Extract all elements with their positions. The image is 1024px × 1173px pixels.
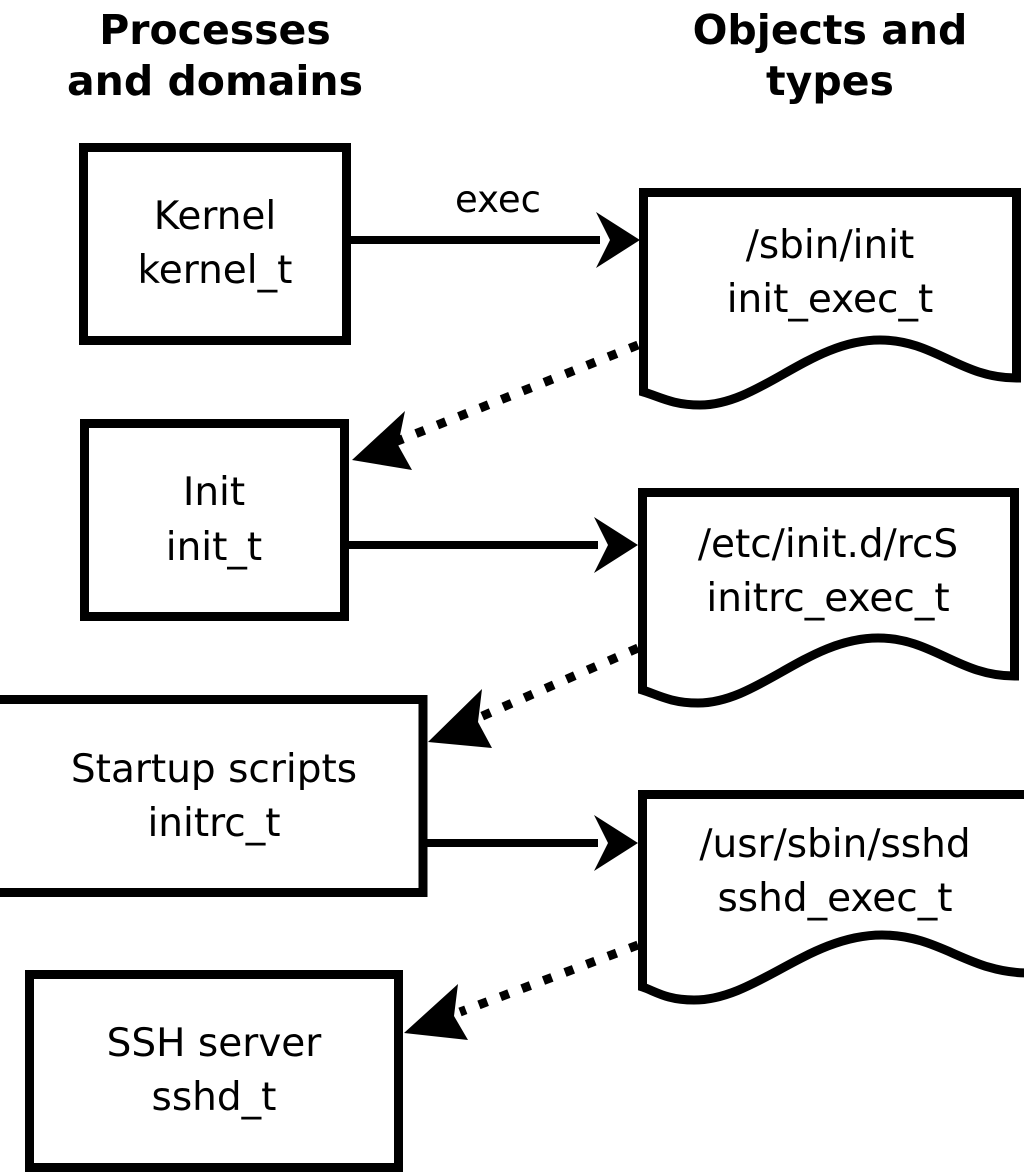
- node-kernel-line1: Kernel: [154, 194, 277, 239]
- edge-kernel-exec-init-arrowhead: [596, 212, 640, 268]
- edge-init-exec-initrc-arrowhead: [594, 517, 638, 573]
- node-sshd-exec-line1: /usr/sbin/sshd: [699, 822, 970, 867]
- edge-initrc-exec-sshd-arrowhead: [594, 815, 638, 871]
- node-sshd-exec-document-shape[interactable]: [638, 790, 1024, 1005]
- column-title-processes-line2: and domains: [67, 57, 363, 105]
- node-sshd-line1: SSH server: [107, 1021, 323, 1066]
- node-initrc[interactable]: Startup scripts initrc_t: [0, 695, 428, 897]
- node-kernel[interactable]: Kernel kernel_t: [79, 143, 351, 345]
- node-initrc-exec-line2: initrc_exec_t: [706, 576, 949, 621]
- column-title-objects: Objects and types: [693, 6, 968, 105]
- edge-initrc-exec-to-initrc-domain-arrowhead: [428, 689, 492, 748]
- node-init-box[interactable]: [80, 419, 349, 621]
- column-title-processes-line1: Processes: [99, 6, 331, 54]
- node-kernel-line2: kernel_t: [138, 248, 293, 293]
- column-title-objects-line1: Objects and: [693, 6, 968, 54]
- node-init-exec[interactable]: /sbin/init init_exec_t: [639, 188, 1021, 410]
- node-initrc-line1: Startup scripts: [71, 747, 357, 792]
- edge-kernel-exec-init: exec: [350, 178, 640, 268]
- edge-init-exec-to-init-domain-arrowhead: [352, 411, 412, 470]
- node-sshd-box[interactable]: [25, 970, 403, 1172]
- node-init-exec-document-shape[interactable]: [639, 188, 1021, 410]
- edge-sshd-exec-to-sshd-domain-arrowhead: [404, 984, 468, 1040]
- edge-init-exec-to-init-domain-line: [393, 340, 640, 447]
- node-init-exec-line2: init_exec_t: [727, 277, 934, 322]
- edge-initrc-exec-to-initrc-domain-line: [476, 643, 640, 723]
- node-init[interactable]: Init init_t: [80, 419, 349, 621]
- edge-init-exec-to-init-domain: [352, 340, 640, 470]
- node-kernel-box[interactable]: [79, 143, 351, 345]
- node-init-line1: Init: [183, 470, 245, 515]
- node-sshd-exec[interactable]: /usr/sbin/sshd sshd_exec_t: [638, 790, 1024, 1005]
- edge-initrc-exec-to-initrc-domain: [428, 643, 640, 748]
- node-sshd-exec-line2: sshd_exec_t: [717, 876, 952, 921]
- edge-sshd-exec-to-sshd-domain-line: [458, 940, 640, 1017]
- node-initrc-exec-line1: /etc/init.d/rcS: [698, 522, 958, 567]
- edge-initrc-exec-sshd: [427, 815, 638, 871]
- node-initrc-box[interactable]: [0, 695, 428, 897]
- node-initrc-exec[interactable]: /etc/init.d/rcS initrc_exec_t: [638, 488, 1019, 708]
- column-title-processes: Processes and domains: [67, 6, 363, 105]
- node-initrc-line2: initrc_t: [147, 801, 280, 846]
- edge-label-exec: exec: [455, 178, 541, 221]
- node-init-exec-line1: /sbin/init: [746, 223, 915, 268]
- node-init-line2: init_t: [166, 525, 262, 570]
- node-sshd-line2: sshd_t: [152, 1075, 277, 1120]
- edge-init-exec-initrc: [348, 517, 638, 573]
- node-initrc-exec-document-shape[interactable]: [638, 488, 1019, 708]
- node-sshd[interactable]: SSH server sshd_t: [25, 970, 403, 1172]
- edge-sshd-exec-to-sshd-domain: [404, 940, 640, 1040]
- column-title-objects-line2: types: [766, 57, 894, 105]
